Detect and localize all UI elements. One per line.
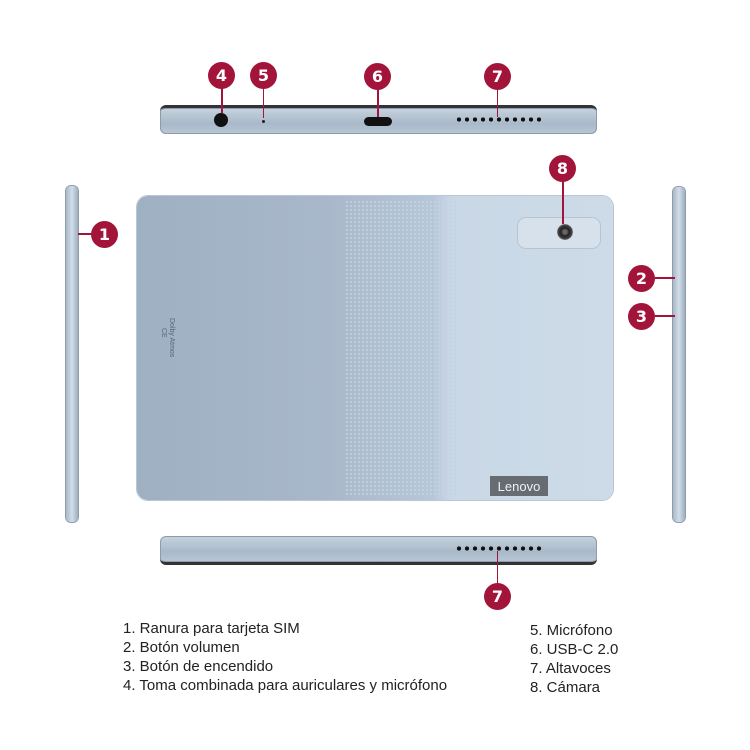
callout-badge-2: 2 [628, 265, 655, 292]
legend-item-4: 4. Toma combinada para auriculares y mic… [123, 677, 448, 694]
ce-mark: CE [160, 328, 167, 338]
camera-lens [557, 224, 573, 240]
usb-c-port [364, 117, 392, 126]
microphone-hole [262, 120, 265, 123]
legend-item-3: 3. Botón de encendido [123, 658, 274, 675]
back-texture [345, 200, 458, 496]
legend-item-5: 5. Micrófono [530, 622, 613, 639]
legend-item-8: 8. Cámara [530, 679, 601, 696]
callout-badge-5: 5 [250, 62, 277, 89]
callout-badge-1: 1 [91, 221, 118, 248]
callout-badge-4: 4 [208, 62, 235, 89]
legend-item-1: 1. Ranura para tarjeta SIM [123, 620, 300, 637]
tablet-left-edge [66, 186, 78, 522]
legend-item-7: 7. Altavoces [530, 660, 611, 677]
lenovo-logo: Lenovo [490, 476, 548, 496]
legend-right: 5. Micrófono 6. USB-C 2.0 7. Altavoces 8… [530, 621, 618, 697]
speaker-grille-bottom [455, 546, 545, 551]
legend-item-2: 2. Botón volumen [123, 639, 240, 656]
headphone-jack [214, 113, 228, 127]
callout-badge-3: 3 [628, 303, 655, 330]
dolby-atmos-logo: Dolby Atmos [168, 318, 175, 358]
callout-badge-8: 8 [549, 155, 576, 182]
callout-badge-7-top: 7 [484, 63, 511, 90]
callout-badge-7-bottom: 7 [484, 583, 511, 610]
legend-item-6: 6. USB-C 2.0 [530, 641, 619, 658]
legend-left: 1. Ranura para tarjeta SIM 2. Botón volu… [123, 619, 447, 695]
speaker-grille-top [455, 117, 545, 122]
callout-badge-6: 6 [364, 63, 391, 90]
tablet-right-edge [673, 187, 685, 522]
